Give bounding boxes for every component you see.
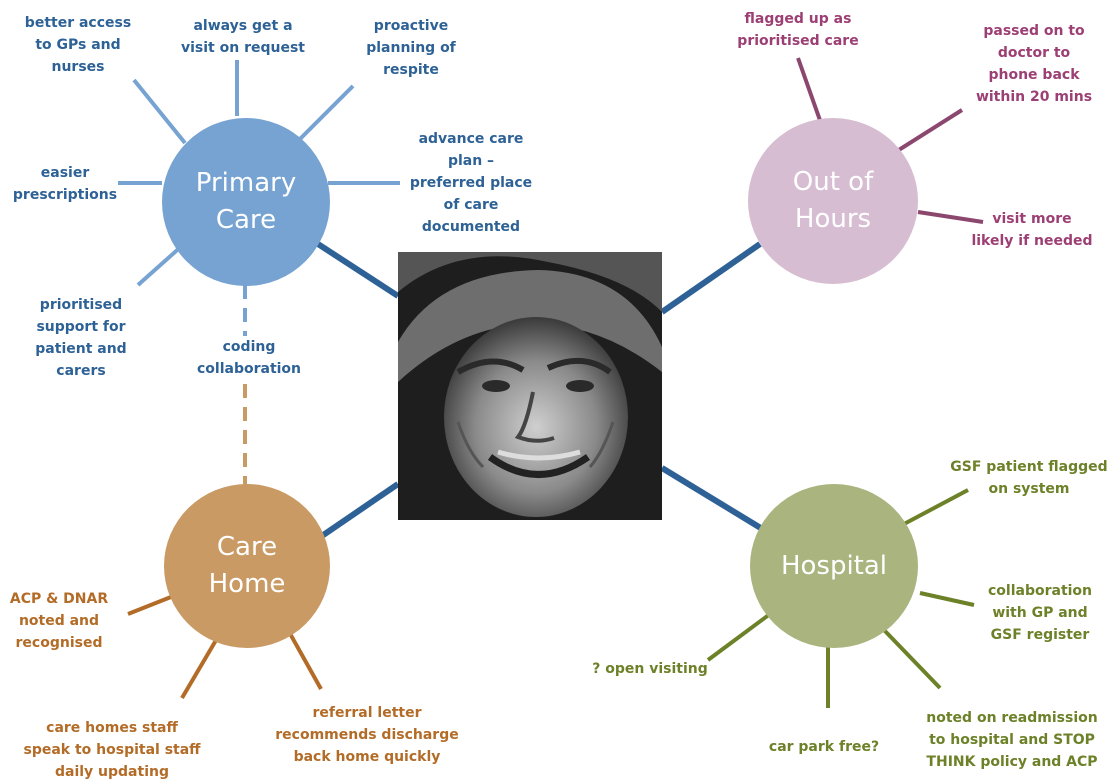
spoke-hosp-2 <box>919 591 975 607</box>
spoke-ooh-3 <box>917 210 984 224</box>
label-coding-collaboration: coding collaboration <box>196 339 302 377</box>
label-noted-readmission: noted on readmission to hospital and STO… <box>926 710 1098 770</box>
label-flagged-up: flagged up as prioritised care <box>737 11 859 49</box>
label-visit-more-likely: visit more likely if needed <box>971 211 1093 249</box>
spoke-hosp-3 <box>706 612 772 662</box>
elderly-man-photo <box>398 252 662 520</box>
label-always-visit: always get a visit on request <box>181 18 305 56</box>
spoke-primary-6 <box>136 242 186 287</box>
label-advance-care-plan: advance care plan – preferred place of c… <box>409 131 533 235</box>
link-care-home <box>314 481 400 543</box>
spoke-ch-1 <box>127 593 177 616</box>
link-out-of-hours <box>660 241 762 315</box>
label-collaboration-gp: collaboration with GP and GSF register <box>987 583 1093 643</box>
out-of-hours-title: Out of Hours <box>792 167 874 234</box>
link-hospital <box>660 465 766 533</box>
spoke-ooh-1 <box>796 57 824 127</box>
care-home-title: Care Home <box>208 532 286 599</box>
hospital-node: Hospital <box>750 484 918 648</box>
spoke-ch-3 <box>286 629 323 690</box>
spoke-primary-1 <box>132 78 187 145</box>
spoke-primary-3 <box>296 84 355 143</box>
spoke-hosp-1 <box>903 488 969 526</box>
link-primary-care <box>316 241 400 299</box>
label-easier-prescriptions: easier prescriptions <box>12 165 118 203</box>
label-care-homes-staff: care homes staff speak to hospital staff… <box>23 720 201 780</box>
out-of-hours-node: Out of Hours <box>748 118 918 284</box>
primary-care-title: Primary Care <box>195 168 297 235</box>
label-prioritised-support: prioritised support for patient and care… <box>35 297 127 379</box>
label-open-visiting: ? open visiting <box>592 661 708 677</box>
hospital-title: Hospital <box>780 550 888 581</box>
label-better-access: better access to GPs and nurses <box>24 15 132 75</box>
label-passed-on: passed on to doctor to phone back within… <box>975 23 1093 105</box>
primary-care-node: Primary Care <box>162 118 330 286</box>
care-home-node: Care Home <box>164 484 330 648</box>
label-car-park: car park free? <box>768 739 880 755</box>
label-referral-letter: referral letter recommends discharge bac… <box>275 705 459 765</box>
label-gsf-flagged: GSF patient flagged on system <box>950 459 1108 497</box>
spoke-hosp-5 <box>882 628 942 690</box>
spoke-ooh-2 <box>892 108 964 155</box>
label-proactive-planning: proactive planning of respite <box>366 18 456 78</box>
label-acp-dnar: ACP & DNAR noted and recognised <box>9 591 109 651</box>
